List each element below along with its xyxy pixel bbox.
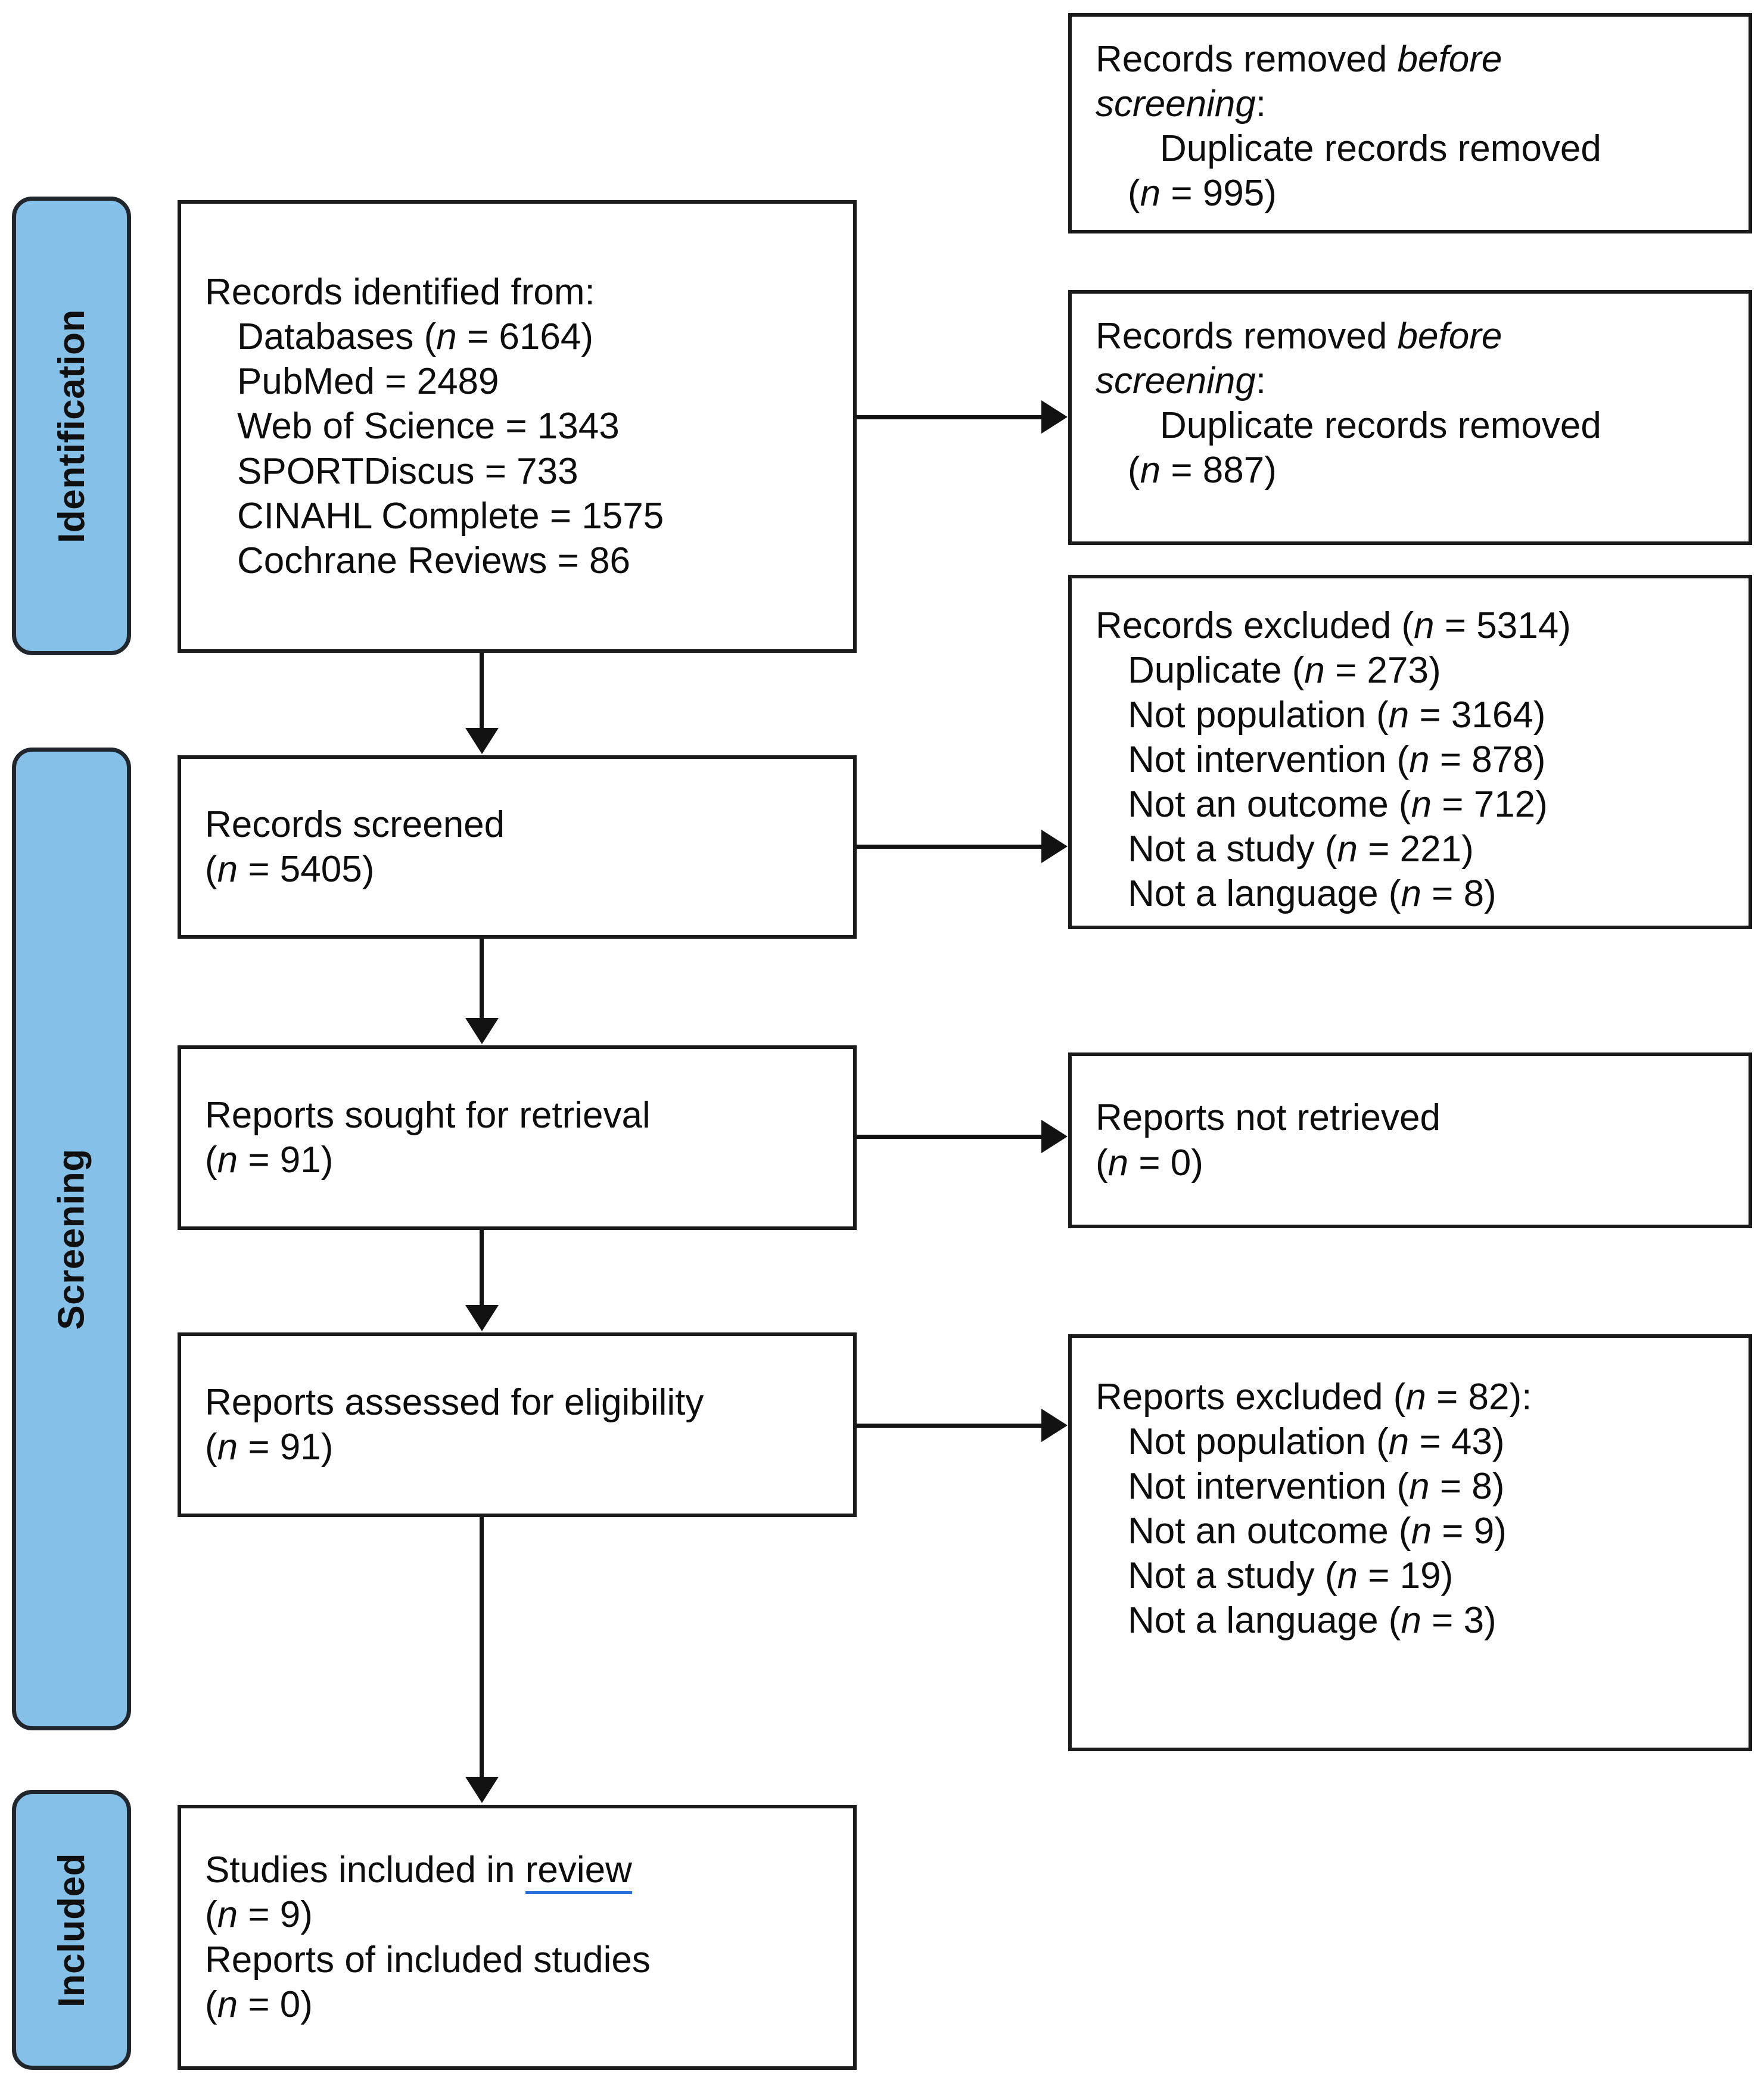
- studies-included-title-text: Studies included in: [205, 1849, 525, 1891]
- removed-1-line1: Records removed before: [1096, 37, 1725, 82]
- records-identified-databases: Databases (n = 6164): [237, 316, 593, 358]
- removed-1-line2-italic: screening: [1096, 83, 1256, 125]
- connector-identified-to-removed2: [857, 415, 1041, 419]
- records-excluded-reason-4: Not a study (n = 221): [1128, 829, 1474, 870]
- records-screened-count: (n = 5405): [205, 849, 375, 890]
- studies-included-count: (n = 9): [205, 1894, 313, 1936]
- removed-1-line1-italic: before: [1397, 39, 1502, 80]
- connector-screened-to-excluded: [857, 845, 1041, 849]
- arrow-sought-to-assessed: [465, 1305, 499, 1331]
- reports-not-retrieved-count: (n = 0): [1096, 1142, 1203, 1184]
- records-excluded-title: Records excluded (n = 5314): [1096, 605, 1571, 646]
- records-identified-source-3: CINAHL Complete = 1575: [237, 495, 664, 537]
- box-records-excluded: Records excluded (n = 5314) Duplicate (n…: [1068, 575, 1752, 929]
- box-studies-included: Studies included in review (n = 9) Repor…: [178, 1805, 857, 2070]
- records-excluded-reason-3: Not an outcome (n = 712): [1128, 784, 1548, 826]
- reports-excluded-reason-1: Not intervention (n = 8): [1128, 1466, 1505, 1508]
- records-screened-title: Records screened: [205, 804, 505, 845]
- stage-tab-screening-label: Screening: [51, 1148, 92, 1330]
- connector-assessed-to-included: [480, 1517, 484, 1779]
- studies-included-title: Studies included in review: [205, 1848, 829, 1895]
- stage-tab-screening: Screening: [12, 748, 131, 1730]
- removed-2-line1-italic: before: [1397, 316, 1502, 357]
- arrow-identified-to-screened: [465, 728, 499, 754]
- removed-1-line2: screening:: [1096, 82, 1725, 126]
- records-identified-source-4: Cochrane Reviews = 86: [237, 540, 630, 581]
- records-excluded-reason-5: Not a language (n = 8): [1128, 873, 1497, 915]
- records-identified-source-2: SPORTDiscus = 733: [237, 450, 578, 492]
- arrow-assessed-to-included: [465, 1777, 499, 1803]
- stage-tab-identification: Identification: [12, 197, 131, 655]
- box-removed-before-screening-1: Records removed before screening: Duplic…: [1068, 13, 1752, 233]
- arrow-identified-to-removed2: [1041, 400, 1068, 434]
- records-excluded-reason-1: Not population (n = 3164): [1128, 695, 1546, 736]
- arrow-screened-to-sought: [465, 1018, 499, 1044]
- records-identified-source-0: PubMed = 2489: [237, 361, 499, 403]
- reports-of-included-count: (n = 0): [205, 1983, 313, 2025]
- box-records-identified: Records identified from: Databases (n = …: [178, 200, 857, 653]
- records-excluded-reason-0: Duplicate (n = 273): [1128, 650, 1441, 692]
- reports-sought-title: Reports sought for retrieval: [205, 1094, 651, 1136]
- stage-tab-identification-label: Identification: [51, 309, 92, 543]
- records-identified-source-1: Web of Science = 1343: [237, 406, 620, 447]
- connector-sought-to-not-retrieved: [857, 1135, 1041, 1139]
- removed-1-line2-colon: :: [1255, 83, 1267, 125]
- box-reports-not-retrieved: Reports not retrieved (n = 0): [1068, 1052, 1752, 1228]
- box-records-screened: Records screened (n = 5405): [178, 755, 857, 939]
- removed-1-count: (n = 995): [1128, 173, 1277, 214]
- reports-not-retrieved-title: Reports not retrieved: [1096, 1097, 1441, 1139]
- removed-2-count: (n = 887): [1128, 450, 1277, 491]
- reports-of-included-title: Reports of included studies: [205, 1939, 651, 1981]
- removed-2-line1: Records removed before: [1096, 314, 1725, 359]
- removed-2-line2-colon: :: [1255, 360, 1267, 402]
- box-reports-assessed: Reports assessed for eligibility (n = 91…: [178, 1332, 857, 1517]
- removed-2-line1-plain: Records removed: [1096, 316, 1398, 357]
- removed-2-line2: screening:: [1096, 359, 1725, 403]
- records-identified-title: Records identified from:: [205, 272, 595, 313]
- stage-tab-included-label: Included: [51, 1852, 92, 2007]
- reports-assessed-title: Reports assessed for eligibility: [205, 1381, 704, 1423]
- stage-tab-included: Included: [12, 1790, 131, 2070]
- arrow-screened-to-excluded: [1041, 830, 1068, 863]
- removed-1-detail: Duplicate records removed: [1160, 128, 1601, 170]
- reports-excluded-reason-3: Not a study (n = 19): [1128, 1555, 1454, 1597]
- reports-assessed-count: (n = 91): [205, 1427, 334, 1468]
- arrow-assessed-to-reports-excluded: [1041, 1409, 1068, 1442]
- connector-sought-to-assessed: [480, 1230, 484, 1307]
- connector-screened-to-sought: [480, 939, 484, 1020]
- records-excluded-reason-2: Not intervention (n = 878): [1128, 739, 1546, 781]
- connector-assessed-to-reports-excluded: [857, 1424, 1041, 1428]
- reports-excluded-reason-4: Not a language (n = 3): [1128, 1600, 1497, 1642]
- box-removed-before-screening-2: Records removed before screening: Duplic…: [1068, 290, 1752, 545]
- box-reports-sought: Reports sought for retrieval (n = 91): [178, 1045, 857, 1230]
- reports-excluded-reason-2: Not an outcome (n = 9): [1128, 1511, 1507, 1552]
- studies-included-review-word: review: [525, 1849, 632, 1895]
- arrow-sought-to-not-retrieved: [1041, 1120, 1068, 1153]
- removed-2-line2-italic: screening: [1096, 360, 1256, 402]
- box-reports-excluded: Reports excluded (n = 82): Not populatio…: [1068, 1334, 1752, 1751]
- removed-2-detail: Duplicate records removed: [1160, 405, 1601, 447]
- removed-1-line1-plain: Records removed: [1096, 39, 1398, 80]
- reports-excluded-title: Reports excluded (n = 82):: [1096, 1377, 1532, 1418]
- reports-sought-count: (n = 91): [205, 1139, 334, 1181]
- connector-identified-to-screened: [480, 653, 484, 730]
- reports-excluded-reason-0: Not population (n = 43): [1128, 1421, 1505, 1463]
